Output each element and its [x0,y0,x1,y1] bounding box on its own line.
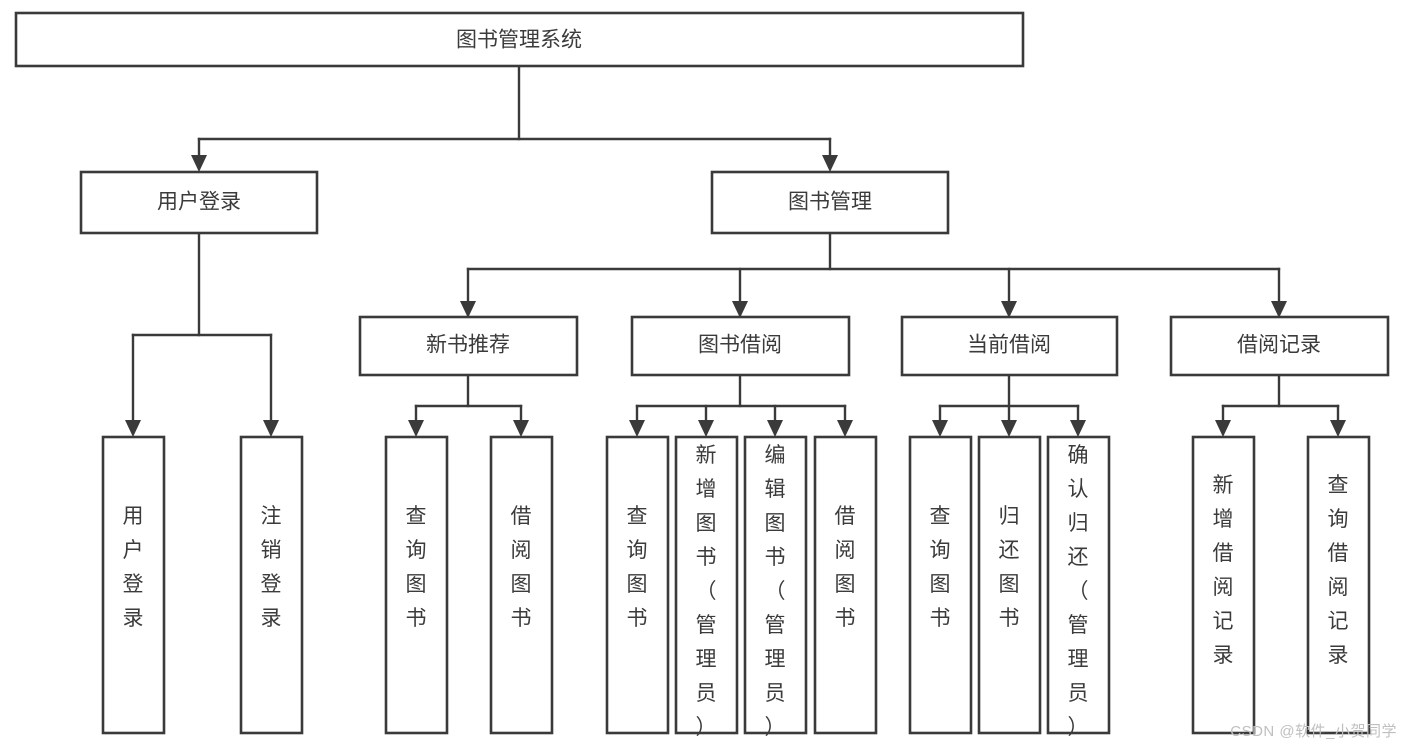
csdn-watermark: CSDN @软件_小贺同学 [1230,723,1397,740]
node-book-manage-label: 图书管理 [788,191,872,214]
arrowhead-user-login [191,155,207,172]
node-leaf-borrow-book-1[interactable]: 借阅图书 [489,435,554,735]
node-leaf-add-record-box[interactable] [1191,435,1256,735]
node-borrow-record[interactable]: 借阅记录 [1169,315,1390,377]
node-leaf-query-book-3-box[interactable] [908,435,973,735]
arrowhead-leaf-query-book-3 [932,420,948,437]
arrowhead-leaf-borrow-book-1 [513,420,529,437]
node-borrow-record-label: 借阅记录 [1237,334,1321,357]
node-leaf-user-login[interactable]: 用户登录 [101,435,166,735]
node-user-login-box[interactable] [79,170,319,235]
arrowhead-leaf-logout-login [263,420,279,437]
node-leaf-return-book-box[interactable] [977,435,1042,735]
node-leaf-query-book-2-label: 查询图书 [627,505,648,630]
arrowhead-leaf-edit-book [767,420,783,437]
arrowhead-leaf-borrow-book-2 [837,420,853,437]
arrowhead-leaf-confirm-return [1070,420,1086,437]
node-leaf-return-book[interactable]: 归还图书 [977,435,1042,735]
arrowhead-book-manage [822,155,838,172]
node-leaf-add-record-label: 新增借阅记录 [1213,474,1234,667]
node-leaf-logout-login[interactable]: 注销登录 [239,435,304,735]
node-leaf-user-login-label: 用户登录 [123,505,144,630]
node-user-login-label: 用户登录 [157,191,241,214]
node-leaf-query-book-1-box[interactable] [384,435,449,735]
node-leaf-edit-book-label: 编辑图书（管理员） [765,444,786,739]
node-leaf-query-record-label: 查询借阅记录 [1328,474,1349,667]
node-leaf-logout-login-box[interactable] [239,435,304,735]
node-current-borrow[interactable]: 当前借阅 [900,315,1119,377]
arrowhead-leaf-user-login [125,420,141,437]
node-leaf-query-book-2[interactable]: 查询图书 [605,435,670,735]
node-leaf-query-book-1-label: 查询图书 [406,505,427,630]
node-new-book-rec-box[interactable] [358,315,579,377]
node-leaf-confirm-return-box[interactable] [1046,435,1111,735]
arrowhead-borrow-record [1271,301,1287,318]
node-leaf-add-book[interactable]: 新增图书（管理员） [674,435,739,739]
node-user-login[interactable]: 用户登录 [79,170,319,235]
node-leaf-borrow-book-1-label: 借阅图书 [511,505,532,630]
arrowhead-leaf-query-record [1330,420,1346,437]
node-root-label: 图书管理系统 [456,29,582,52]
node-current-borrow-box[interactable] [900,315,1119,377]
node-leaf-edit-book[interactable]: 编辑图书（管理员） [743,435,808,739]
node-leaf-edit-book-box[interactable] [743,435,808,735]
node-root[interactable]: 图书管理系统 [14,11,1025,68]
node-leaf-query-book-2-box[interactable] [605,435,670,735]
arrowhead-book-borrow [732,301,748,318]
node-borrow-record-box[interactable] [1169,315,1390,377]
node-leaf-borrow-book-1-box[interactable] [489,435,554,735]
node-leaf-logout-login-label: 注销登录 [261,505,282,630]
node-new-book-rec[interactable]: 新书推荐 [358,315,579,377]
arrowhead-new-book-rec [460,301,476,318]
node-leaf-query-record[interactable]: 查询借阅记录 [1306,435,1371,735]
node-leaf-user-login-box[interactable] [101,435,166,735]
node-root-box[interactable] [14,11,1025,68]
node-book-borrow-label: 图书借阅 [698,334,782,357]
node-leaf-query-book-3-label: 查询图书 [930,505,951,630]
node-leaf-borrow-book-2[interactable]: 借阅图书 [813,435,878,735]
node-leaf-query-record-box[interactable] [1306,435,1371,735]
node-new-book-rec-label: 新书推荐 [426,334,510,357]
arrowhead-leaf-query-book-1 [408,420,424,437]
node-leaf-borrow-book-2-label: 借阅图书 [835,505,856,630]
node-book-borrow-box[interactable] [630,315,851,377]
node-leaf-add-book-label: 新增图书（管理员） [696,444,717,739]
node-leaf-return-book-label: 归还图书 [999,505,1020,630]
arrowhead-leaf-add-record [1215,420,1231,437]
node-current-borrow-label: 当前借阅 [967,334,1051,357]
node-leaf-query-book-3[interactable]: 查询图书 [908,435,973,735]
arrowhead-current-borrow [1001,301,1017,318]
arrowhead-leaf-add-book [698,420,714,437]
node-book-manage-box[interactable] [710,170,950,235]
node-book-manage[interactable]: 图书管理 [710,170,950,235]
node-book-borrow[interactable]: 图书借阅 [630,315,851,377]
arrowhead-leaf-query-book-2 [629,420,645,437]
node-leaf-add-book-box[interactable] [674,435,739,735]
node-leaf-confirm-return-label: 确认归还（管理员） [1068,444,1089,739]
node-leaf-borrow-book-2-box[interactable] [813,435,878,735]
connector-layer [125,64,1346,437]
node-leaf-confirm-return[interactable]: 确认归还（管理员） [1046,435,1111,739]
node-leaf-query-book-1[interactable]: 查询图书 [384,435,449,735]
node-leaf-add-record[interactable]: 新增借阅记录 [1191,435,1256,735]
arrowhead-leaf-return-book [1001,420,1017,437]
